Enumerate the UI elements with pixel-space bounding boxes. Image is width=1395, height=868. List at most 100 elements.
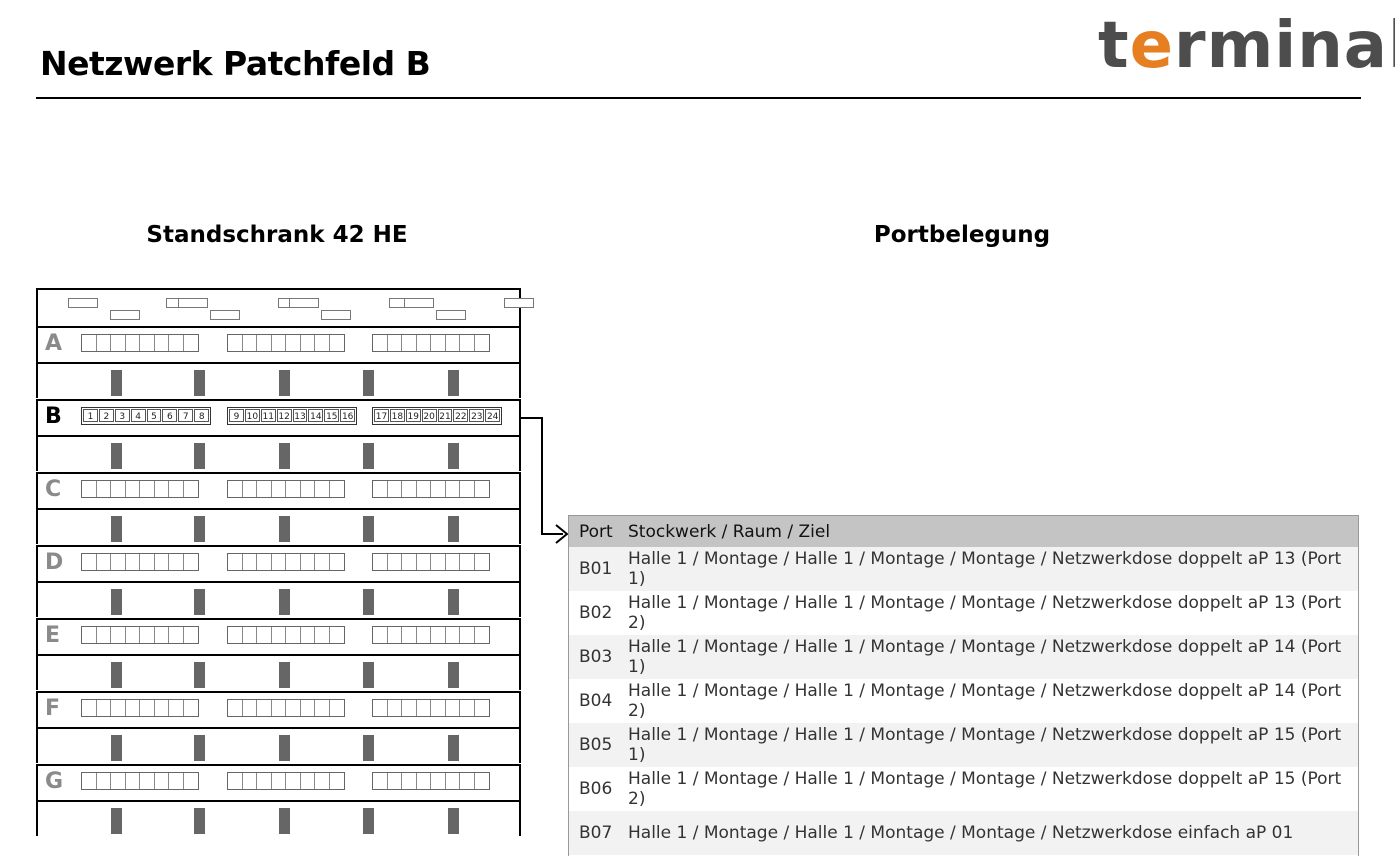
cable-guide xyxy=(279,808,290,834)
header-divider xyxy=(36,97,1361,99)
patch-panel-label: F xyxy=(45,696,61,721)
port-number: 5 xyxy=(146,409,162,422)
port-slot xyxy=(315,627,330,643)
terminal-logo: terminal® xyxy=(1098,14,1395,78)
patch-panel-e: E xyxy=(36,618,521,654)
port-number: 21 xyxy=(437,409,453,422)
cable-management-row xyxy=(36,800,521,836)
tray-port xyxy=(321,310,351,320)
port-group xyxy=(227,626,345,644)
port-slot xyxy=(184,335,199,351)
port-group xyxy=(372,772,490,790)
port-slot xyxy=(373,554,388,570)
port-number: 1 xyxy=(83,409,98,422)
port-slot xyxy=(417,554,431,570)
tray-port xyxy=(210,310,240,320)
connector-line-vertical xyxy=(541,417,543,535)
port-number: 8 xyxy=(194,409,210,422)
port-number: 4 xyxy=(130,409,146,422)
port-cell: B02 xyxy=(579,603,613,623)
port-slot xyxy=(228,481,243,497)
port-slot xyxy=(228,554,243,570)
port-slot xyxy=(140,335,155,351)
port-slot xyxy=(155,335,169,351)
port-slot xyxy=(315,481,330,497)
port-group xyxy=(81,334,199,352)
port-slot xyxy=(126,481,140,497)
port-slot xyxy=(475,335,490,351)
destination-cell: Halle 1 / Montage / Halle 1 / Montage / … xyxy=(628,549,1342,589)
port-slot xyxy=(82,335,97,351)
port-slot xyxy=(402,481,417,497)
port-slot xyxy=(460,627,475,643)
port-slot xyxy=(286,554,301,570)
port-slot xyxy=(126,627,140,643)
cable-guide xyxy=(448,662,459,688)
port-slot xyxy=(169,481,184,497)
port-slot xyxy=(373,627,388,643)
cable-guide xyxy=(111,589,122,615)
port-slot xyxy=(301,627,315,643)
port-group xyxy=(227,553,345,571)
port-slot xyxy=(460,554,475,570)
port-slot xyxy=(402,700,417,716)
port-slot xyxy=(140,481,155,497)
port-slot xyxy=(257,627,272,643)
port-slot xyxy=(417,773,431,789)
port-slot xyxy=(243,554,257,570)
cable-management-row xyxy=(36,362,521,398)
port-cell: B05 xyxy=(579,735,613,755)
port-slot xyxy=(272,335,286,351)
port-slot xyxy=(97,481,111,497)
port-slot xyxy=(315,335,330,351)
patch-panel-label: D xyxy=(45,550,64,575)
port-slot xyxy=(126,554,140,570)
destination-cell: Halle 1 / Montage / Halle 1 / Montage / … xyxy=(628,681,1342,721)
patch-panel-label: C xyxy=(45,477,62,502)
cable-guide xyxy=(448,735,459,761)
port-slot xyxy=(155,481,169,497)
port-slot xyxy=(286,627,301,643)
port-slot xyxy=(111,627,126,643)
port-slot xyxy=(373,335,388,351)
port-slot xyxy=(330,773,345,789)
port-slot xyxy=(111,335,126,351)
port-group xyxy=(81,699,199,717)
port-slot xyxy=(460,773,475,789)
port-slot xyxy=(257,335,272,351)
port-slot xyxy=(475,554,490,570)
port-group xyxy=(81,553,199,571)
port-slot xyxy=(169,554,184,570)
cable-management-row xyxy=(36,508,521,544)
port-slot xyxy=(97,700,111,716)
patch-panel-c: C xyxy=(36,472,521,508)
port-slot xyxy=(155,627,169,643)
port-slot xyxy=(446,335,460,351)
patch-panel-a: A xyxy=(36,326,521,362)
port-slot xyxy=(301,700,315,716)
cable-guide xyxy=(279,735,290,761)
port-group xyxy=(372,553,490,571)
cable-guide xyxy=(448,516,459,542)
port-slot xyxy=(272,554,286,570)
port-slot xyxy=(126,335,140,351)
cable-guide xyxy=(279,516,290,542)
port-slot xyxy=(272,627,286,643)
port-slot xyxy=(431,335,446,351)
port-slot xyxy=(140,627,155,643)
port-slot xyxy=(257,554,272,570)
port-slot xyxy=(257,481,272,497)
arrow-head-icon xyxy=(555,524,569,544)
port-slot xyxy=(417,700,431,716)
port-number: 16 xyxy=(340,409,356,422)
port-group xyxy=(372,699,490,717)
cabinet-title: Standschrank 42 HE xyxy=(146,222,408,248)
port-slot xyxy=(111,481,126,497)
